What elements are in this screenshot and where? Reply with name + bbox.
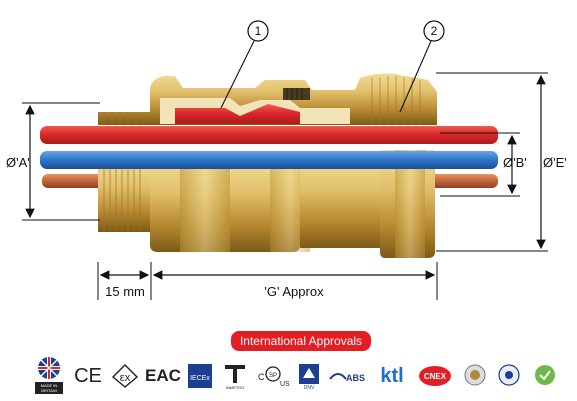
csa-us-logo: C SP US — [256, 356, 290, 396]
ce-mark-logo: CE — [74, 364, 102, 387]
inmetro-logo: INMETRO — [220, 356, 250, 396]
svg-text:INMETRO: INMETRO — [226, 385, 244, 390]
svg-text:BRITAIN: BRITAIN — [41, 388, 57, 393]
svg-text:IECEx: IECEx — [190, 375, 210, 382]
dimension-a: Ø'A' — [6, 102, 100, 221]
svg-text:SP: SP — [269, 373, 277, 379]
red-conductor — [40, 126, 498, 144]
svg-text:DNV: DNV — [304, 385, 315, 390]
approval-logos: MADE IN BRITAIN CE εx EAC IECEx INMETRO … — [30, 356, 570, 396]
abs-logo: ABS — [328, 356, 368, 396]
dimension-15mm-label: 15 mm — [105, 284, 145, 299]
dimension-g-label: 'G' Approx — [264, 284, 324, 299]
gland-body — [98, 73, 437, 258]
ex-mark-logo: εx — [110, 356, 140, 396]
dimension-g: 'G' Approx — [152, 262, 438, 300]
made-in-britain-logo: MADE IN BRITAIN — [32, 356, 66, 396]
svg-text:CNEX: CNEX — [424, 372, 447, 381]
svg-text:ABS: ABS — [346, 373, 365, 383]
svg-text:US: US — [280, 381, 290, 388]
dimension-15mm: 15 mm — [97, 262, 152, 300]
callout-2: 2 — [399, 20, 445, 113]
dnv-logo: DNV — [296, 356, 322, 396]
lloyds-register-logo — [496, 356, 522, 396]
dimension-b-label: Ø'B' — [503, 155, 527, 170]
blue-conductor — [40, 151, 498, 169]
callout-1: 1 — [220, 20, 269, 109]
international-approvals-badge: International Approvals — [231, 331, 371, 351]
svg-text:MADE IN: MADE IN — [41, 383, 58, 388]
dimension-e-label: Ø'E' — [543, 155, 567, 170]
green-cert-logo — [532, 356, 558, 396]
iecex-logo: IECEx — [186, 356, 214, 396]
bureau-veritas-logo — [462, 356, 488, 396]
cnex-logo: CNEX — [418, 356, 452, 396]
svg-text:C: C — [258, 372, 265, 382]
svg-text:1: 1 — [255, 24, 262, 38]
svg-text:2: 2 — [431, 24, 438, 38]
eac-mark-logo: EAC — [145, 366, 181, 385]
svg-text:εx: εx — [120, 372, 131, 384]
ktl-logo: ktl — [380, 364, 404, 387]
dimension-e: Ø'E' — [436, 72, 567, 252]
dimension-b: Ø'B' — [440, 132, 527, 197]
dimension-a-label: Ø'A' — [6, 155, 30, 170]
